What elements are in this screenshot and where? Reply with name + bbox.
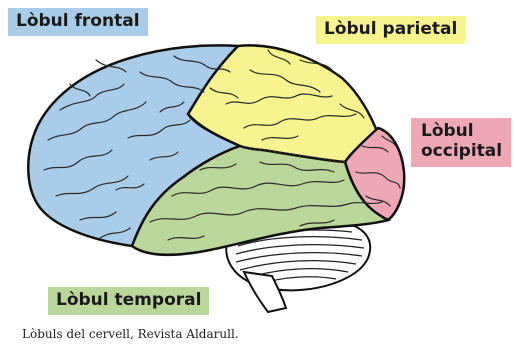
label-frontal-lobe: Lòbul frontal <box>8 8 148 36</box>
label-occipital-lobe: Lòbul occipital <box>411 118 511 167</box>
label-parietal-lobe: Lòbul parietal <box>316 16 465 44</box>
label-temporal-lobe: Lòbul temporal <box>48 287 209 315</box>
figure-caption: Lòbuls del cervell, Revista Aldarull. <box>22 327 239 341</box>
